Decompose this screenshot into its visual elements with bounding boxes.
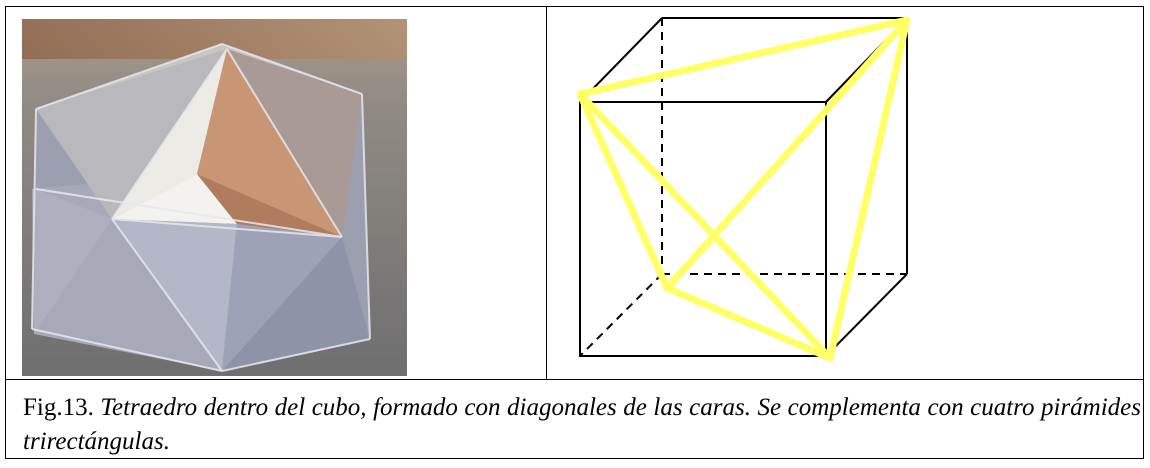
table-border-divider [546, 6, 547, 379]
table-border-bottom [5, 458, 1144, 459]
tetra-edge-4 [663, 16, 911, 292]
table-border-middle [5, 379, 1144, 380]
cube-model-photo [22, 19, 407, 376]
figure-caption: Fig.13. Tetraedro dentro del cubo, forma… [23, 391, 1141, 459]
tetra-edge-1 [576, 16, 911, 98]
table-border-right [1143, 6, 1144, 459]
cube-bottom-right-edge [825, 273, 908, 357]
tetra-edge-5 [826, 16, 911, 362]
hidden-edge-left-bottom [579, 273, 663, 357]
tetra-edge-6 [663, 284, 834, 362]
table-border-left [5, 6, 6, 459]
caption-label: Fig.13. [23, 394, 94, 421]
tetra-edge-3 [576, 90, 834, 362]
caption-text: Tetraedro dentro del cubo, formado con d… [23, 394, 1141, 455]
cube-tetrahedron-diagram [565, 14, 940, 380]
figure-table: Fig.13. Tetraedro dentro del cubo, forma… [5, 6, 1144, 459]
table-border-top [5, 6, 1144, 7]
tetra-edge-2 [576, 90, 671, 292]
cube-front-face [579, 101, 827, 357]
